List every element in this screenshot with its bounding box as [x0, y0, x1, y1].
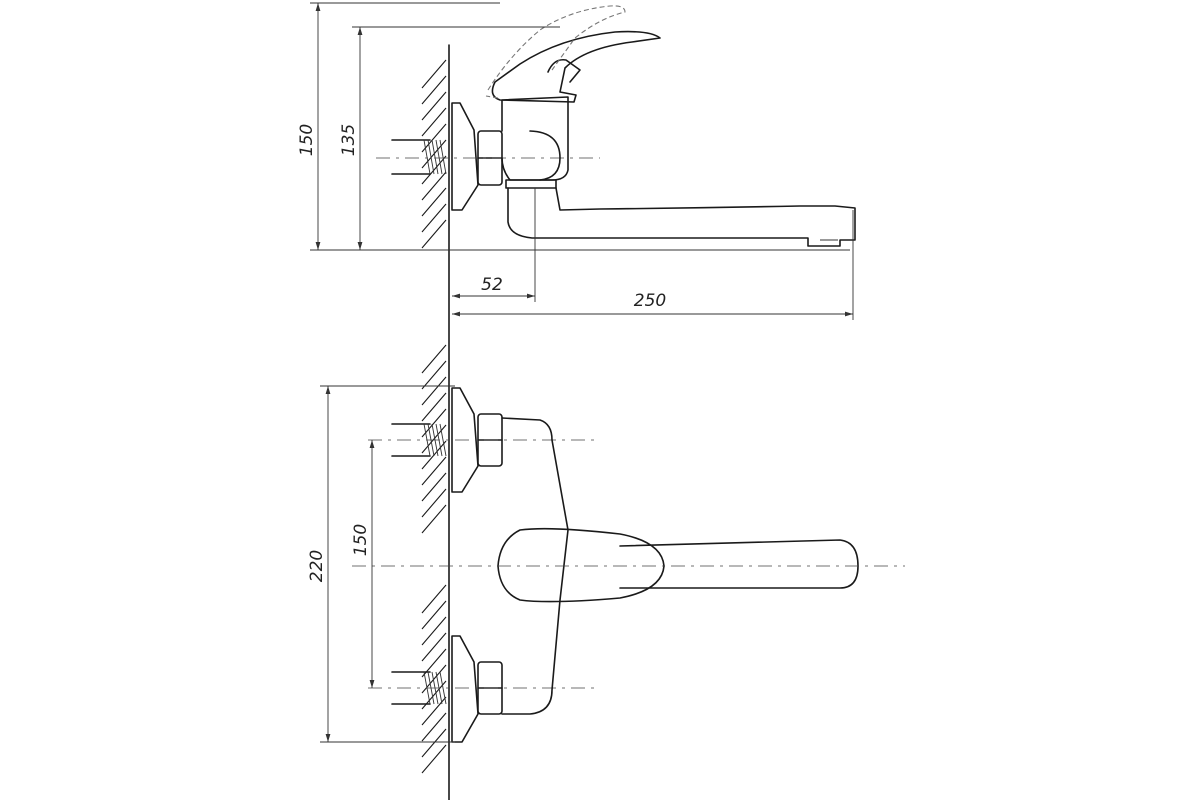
escutcheon-front-lower: [451, 635, 479, 743]
lever-handle-ghost: [485, 5, 626, 99]
spout-collar: [505, 179, 557, 189]
lever-handle-side: [491, 30, 661, 103]
dim-label-150-front: 150: [351, 524, 371, 556]
dim-label-150-top: 150: [297, 124, 317, 156]
dim-inlet-spacing: 150: [351, 440, 375, 688]
dim-spout-height: 135: [339, 26, 560, 250]
dim-spout-reach: 250: [452, 210, 854, 320]
dim-total-height-top: 150: [297, 2, 850, 251]
front-elevation-view: 220 150: [307, 344, 905, 774]
dim-label-250: 250: [634, 291, 666, 311]
dim-wall-offset: 52: [452, 188, 536, 302]
wall-hatching-front-lower: [421, 584, 447, 774]
mixer-body-front: [501, 417, 569, 715]
dim-label-220: 220: [307, 550, 327, 582]
lever-handle-front: [497, 527, 665, 603]
dim-label-135: 135: [339, 124, 359, 156]
wall-hatching-upper: [421, 59, 447, 249]
escutcheon-top: [451, 102, 479, 211]
inlet-pipe-top: [391, 139, 447, 175]
dim-label-52: 52: [481, 275, 503, 295]
spout-front: [619, 539, 859, 589]
dim-total-height-front: 220: [307, 385, 455, 743]
side-elevation-view: 150 135 52 250: [297, 2, 856, 800]
escutcheon-front-upper: [451, 387, 479, 493]
wall-hatching-front-upper: [421, 344, 447, 534]
spout-side: [507, 187, 856, 247]
